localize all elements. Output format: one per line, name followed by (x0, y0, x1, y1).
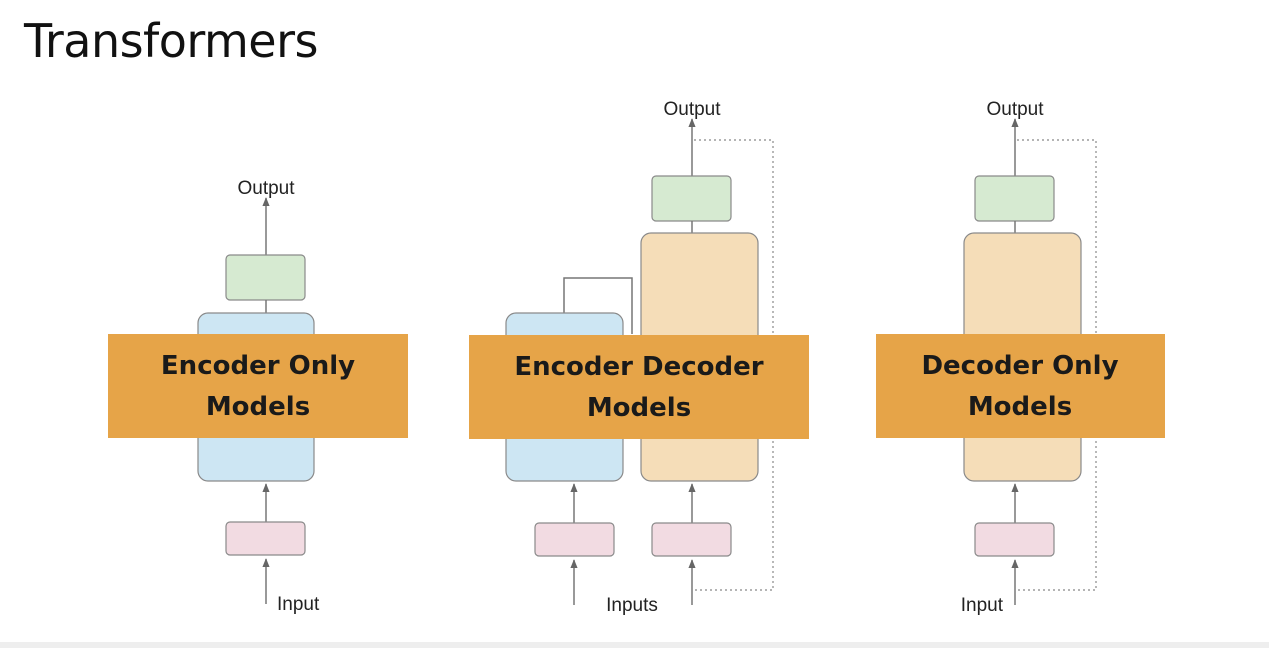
encoder-only-band-line1: Encoder Only (161, 351, 355, 381)
encoder-only-diagram: Output Input Encoder Only Models (108, 178, 408, 615)
decoder-only-input-label: Input (961, 595, 1004, 616)
encoder-decoder-output-label: Output (663, 99, 721, 120)
page-title: Transformers (24, 14, 319, 68)
encoder-side-input-block (534, 522, 615, 557)
encoder-decoder-band-line1: Encoder Decoder (514, 352, 763, 382)
encoder-decoder-band-line2: Models (587, 393, 691, 423)
encoder-decoder-output-block (651, 175, 732, 222)
encoder-only-band-line2: Models (206, 392, 310, 422)
decoder-only-diagram: Output Input Decoder Only Models (876, 99, 1165, 616)
decoder-side-input-block (651, 522, 732, 557)
decoder-only-output-block (974, 175, 1055, 222)
encoder-decoder-diagram: Output Inputs Encoder Decoder Models (469, 99, 809, 616)
decoder-only-band (876, 334, 1165, 438)
encoder-decoder-input-label: Inputs (606, 595, 658, 616)
encoder-only-output-label: Output (237, 178, 295, 199)
cross-attention-link (563, 277, 633, 334)
encoder-only-output-block (225, 254, 306, 301)
decoder-only-band-line1: Decoder Only (921, 351, 1118, 381)
encoder-decoder-band (469, 335, 809, 439)
decoder-only-input-block (974, 522, 1055, 557)
bottom-strip (0, 642, 1269, 648)
encoder-only-band (108, 334, 408, 438)
decoder-only-band-line2: Models (968, 392, 1072, 422)
decoder-only-output-label: Output (986, 99, 1044, 120)
encoder-only-input-label: Input (277, 594, 320, 615)
encoder-only-input-block (225, 521, 306, 556)
